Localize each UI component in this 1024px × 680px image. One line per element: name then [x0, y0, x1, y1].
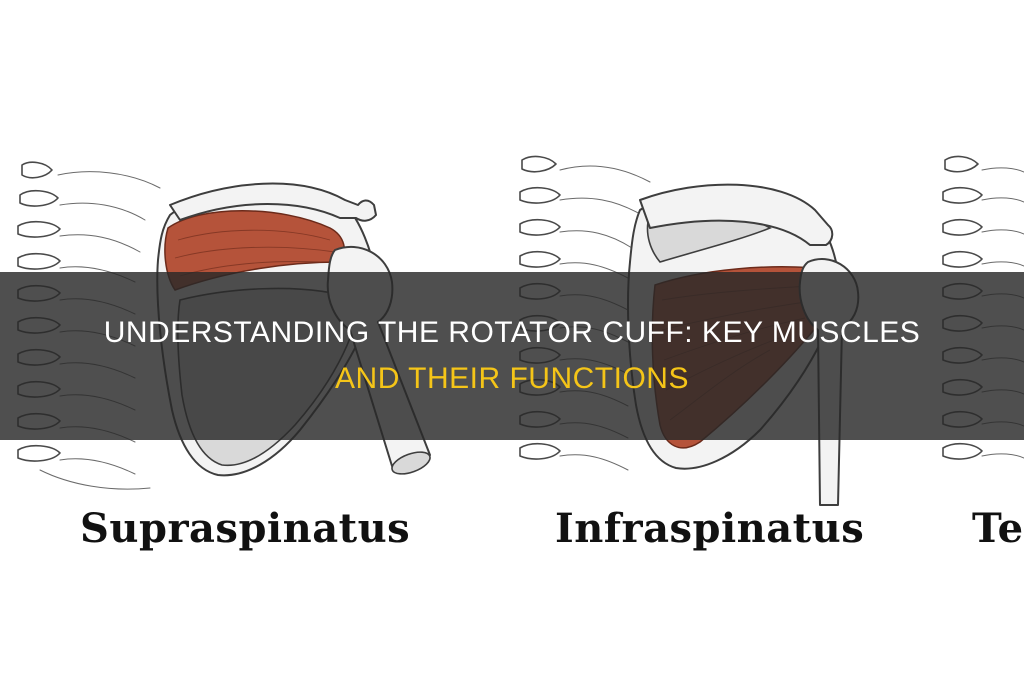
acromion-shape: [169, 182, 377, 222]
label-supraspinatus: Supraspinatus: [80, 505, 411, 552]
label-infraspinatus: Infraspinatus: [555, 505, 865, 552]
title-line-accent: AND THEIR FUNCTIONS: [335, 362, 689, 395]
title-line-primary: UNDERSTANDING THE ROTATOR CUFF: KEY MUSC…: [103, 316, 921, 349]
title-banner: UNDERSTANDING THE ROTATOR CUFF: KEY MUSC…: [0, 272, 1024, 440]
acromion-shape-2: [639, 183, 834, 246]
label-teres-cropped: Te: [972, 505, 1024, 552]
